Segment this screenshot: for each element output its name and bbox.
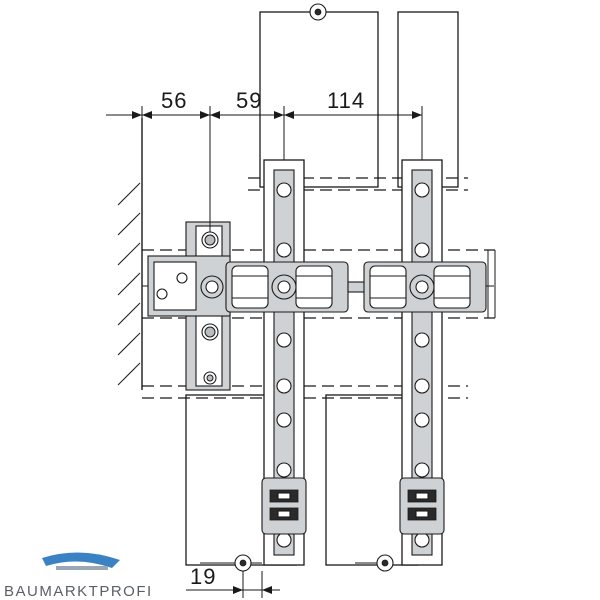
bottom-guide-left [261,477,307,535]
dimension-59: 59 [236,88,262,113]
dimension-line-top [106,106,423,232]
door-panel-top-right [397,11,459,188]
dimension-line-bottom [186,571,280,598]
baumarktprofi-logo [42,552,120,570]
logo-text: BAUMARKTPROFI [4,583,153,600]
door-panel-top-left [259,11,379,188]
roller-trolley-left [225,261,349,313]
top-hanger-wheel [309,3,360,21]
bottom-guide-right [399,477,445,535]
wall-bracket-horizontal [147,255,231,317]
wall-hatching [117,118,143,390]
roller-trolley-right [363,261,487,313]
dimension-56: 56 [161,88,187,113]
dimension-19: 19 [190,564,216,589]
dimension-114: 114 [327,88,365,113]
